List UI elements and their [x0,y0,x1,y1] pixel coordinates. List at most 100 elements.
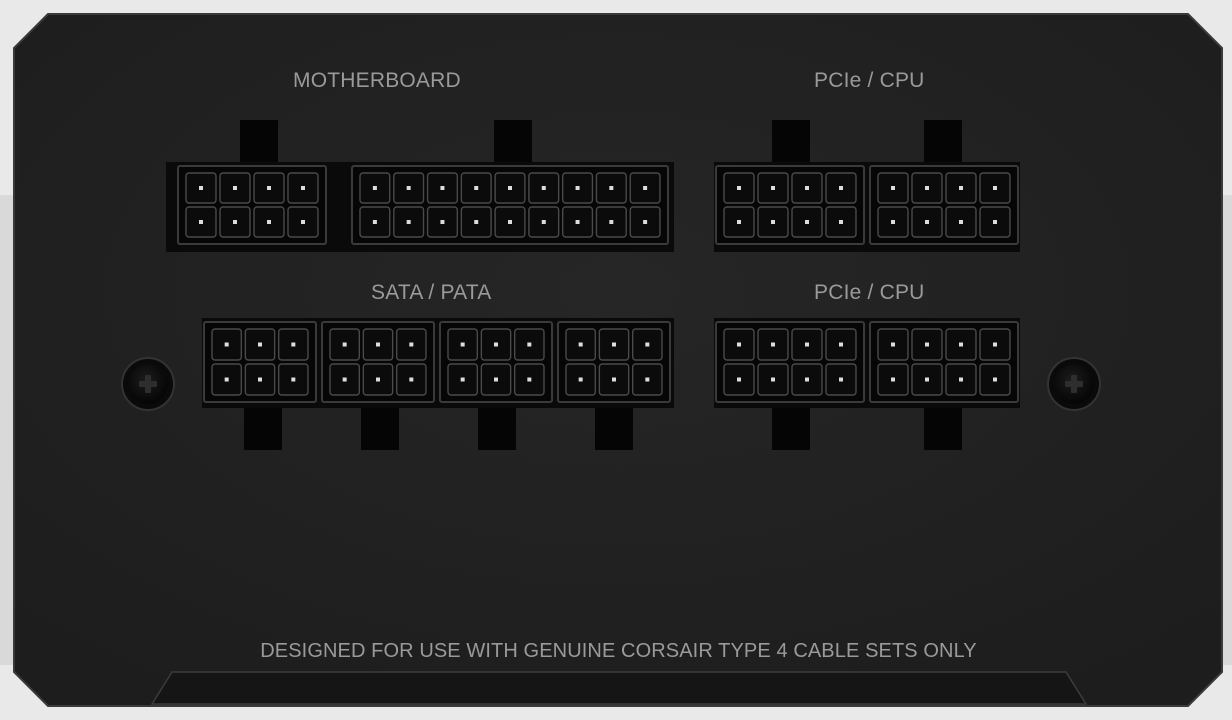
pin-contact [805,186,809,190]
pin-contact [993,220,997,224]
pin-contact [508,186,512,190]
pin-contact [376,377,380,382]
pin-contact [199,220,203,224]
latch-tab [595,404,633,450]
pin-contact [839,220,843,224]
pin-contact [301,220,305,224]
latch-tab [494,120,532,166]
pin-contact [342,377,347,382]
latch-tab [361,404,399,450]
pin-contact [406,186,411,190]
phillips-screw-icon [139,375,157,393]
pin-contact [839,186,843,190]
pin-contact [258,342,262,347]
pcie-cpu-socket [869,165,1019,245]
pcie-cpu-socket [715,321,865,403]
pin-contact [805,342,809,347]
pin-contact [737,377,741,382]
latch-tab [244,404,282,450]
phillips-screw-icon [1065,375,1083,393]
pin-contact [612,342,616,347]
pin-contact [267,186,271,190]
pin-contact [508,220,512,224]
pin-contact [440,186,445,190]
latch-tab [478,404,516,450]
latch-tab [924,120,962,166]
pin-contact [925,186,929,190]
pin-contact [959,220,963,224]
sata-pata-socket [203,321,317,403]
screw-right [1047,357,1101,411]
pin-contact [224,342,229,347]
pin-contact [233,220,237,224]
pin-contact [372,186,377,190]
sata-pata-label: SATA / PATA [371,281,492,304]
pin-contact [291,377,296,382]
pin-contact [406,220,411,224]
screw-left [121,357,175,411]
motherboard-label: MOTHERBOARD [293,69,461,92]
sata-pata-socket [557,321,671,403]
connector-latch-tabs [240,120,962,450]
pin-contact [440,220,445,224]
pin-contact [805,377,809,382]
sata-pata-socket [439,321,553,403]
pin-contact [993,377,997,382]
pin-contact [839,377,843,382]
pin-contact [409,377,414,382]
pin-contact [291,342,296,347]
pin-contact [460,342,465,347]
pin-contact [575,220,580,224]
pin-contact [541,220,546,224]
pin-contact [771,186,775,190]
pin-contact [959,342,963,347]
pin-contact [224,377,229,382]
pin-contact [267,220,271,224]
pin-contact [805,220,809,224]
pin-contact [474,220,479,224]
pin-contact [643,220,648,224]
cable-compatibility-notice: DESIGNED FOR USE WITH GENUINE CORSAIR TY… [260,640,977,662]
pin-contact [925,220,929,224]
pin-contact [460,377,465,382]
pin-contact [959,377,963,382]
pin-contact [578,342,583,347]
pin-contact [612,377,616,382]
pin-contact [609,220,614,224]
pin-contact [609,186,614,190]
pin-contact [771,377,775,382]
pin-contact [925,342,929,347]
pin-contact [643,186,648,190]
pcie-cpu-top-label: PCIe / CPU [814,69,925,92]
pin-contact [474,186,479,190]
pin-contact [578,377,583,382]
motherboard-socket-18pin [351,165,669,245]
pin-contact [527,342,532,347]
pin-contact [541,186,546,190]
pin-contact [575,186,580,190]
pin-contact [199,186,203,190]
pin-contact [301,186,305,190]
pin-contact [993,342,997,347]
pin-contact [959,186,963,190]
pin-contact [645,377,650,382]
latch-tab [924,404,962,450]
pin-contact [494,377,498,382]
pcie-cpu-socket [715,165,865,245]
pin-contact [737,186,741,190]
pin-contact [737,342,741,347]
sata-pata-socket [321,321,435,403]
pcie-cpu-socket [869,321,1019,403]
pin-contact [645,342,650,347]
pin-contact [372,220,377,224]
pin-contact [527,377,532,382]
latch-tab [240,120,278,166]
pin-contact [258,377,262,382]
pin-contact [409,342,414,347]
pin-contact [839,342,843,347]
panel-bottom-lip [150,671,1088,705]
pin-contact [342,342,347,347]
motherboard-socket-8pin [177,165,327,245]
